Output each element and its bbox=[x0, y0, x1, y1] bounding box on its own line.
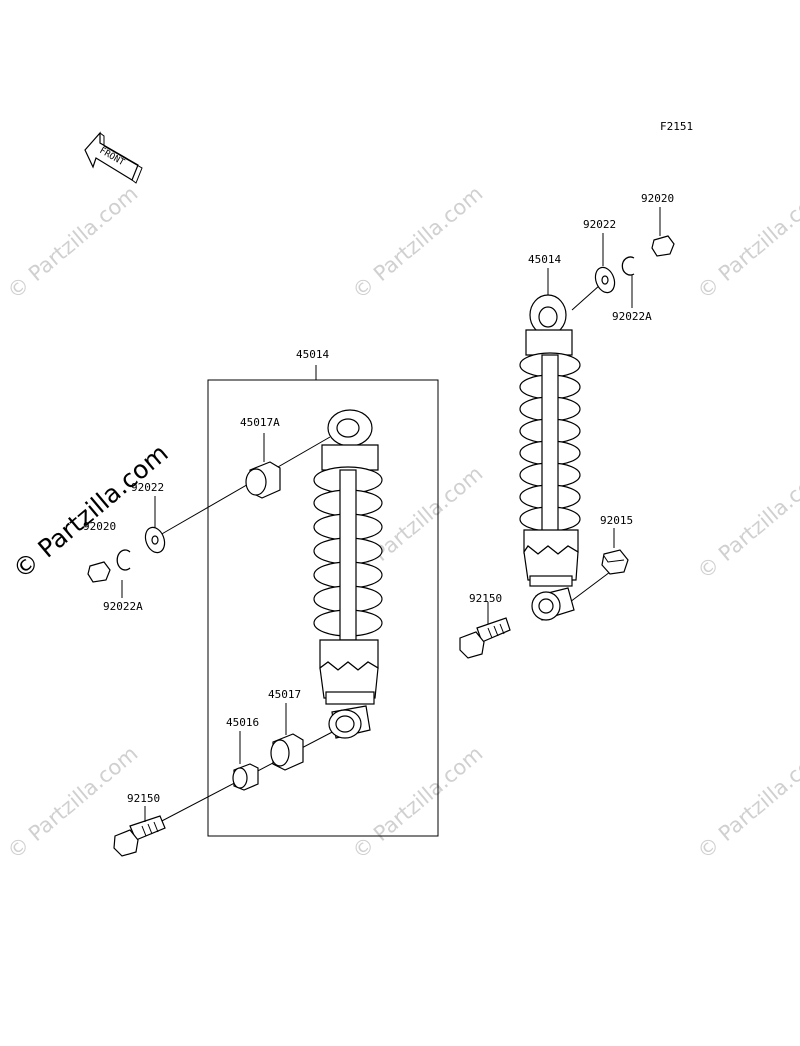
right-shock-assembly: 45014 92022 92022A 92020 92015 bbox=[459, 192, 675, 659]
clip-92022a-left bbox=[116, 549, 131, 571]
part-label-45017a: 45017A bbox=[240, 416, 280, 429]
watermark: © Partzilla.com bbox=[3, 0, 143, 7]
washer-92022-right bbox=[594, 266, 616, 294]
part-label-92015: 92015 bbox=[600, 514, 633, 527]
part-label-92150: 92150 bbox=[127, 792, 160, 805]
watermark: © Partzilla.com bbox=[348, 0, 488, 7]
part-label-92020: 92020 bbox=[83, 520, 116, 533]
part-label-45014: 45014 bbox=[528, 253, 561, 266]
part-label-92022: 92022 bbox=[583, 218, 616, 231]
bolt-92150-right bbox=[459, 617, 511, 659]
watermark: © Partzilla.com bbox=[3, 181, 143, 304]
bushing-45017a bbox=[245, 461, 281, 499]
nut-92020-left bbox=[87, 561, 111, 583]
part-label-92022: 92022 bbox=[131, 481, 164, 494]
part-label-45017: 45017 bbox=[268, 688, 301, 701]
watermark: © Partzilla.com bbox=[693, 461, 800, 584]
figure-code: F2151 bbox=[660, 120, 693, 133]
watermark-dark: © Partzilla.com bbox=[7, 438, 173, 584]
watermark: © Partzilla.com bbox=[693, 741, 800, 864]
nut-92020-right bbox=[651, 235, 675, 257]
washer-92022-left bbox=[144, 526, 166, 554]
watermark: © Partzilla.com bbox=[348, 181, 488, 304]
part-label-92020: 92020 bbox=[641, 192, 674, 205]
nut-92015 bbox=[601, 549, 629, 575]
bushing-45017 bbox=[270, 733, 304, 771]
assembly-frame bbox=[207, 379, 439, 837]
front-arrow-icon: FRONT bbox=[84, 131, 143, 184]
bolt-92150-left bbox=[113, 815, 166, 857]
watermark: © Partzilla.com bbox=[693, 0, 800, 7]
collar-45016 bbox=[232, 763, 259, 791]
part-label-92022a: 92022A bbox=[612, 310, 652, 323]
part-label-45016: 45016 bbox=[226, 716, 259, 729]
shock-absorber-left bbox=[313, 409, 383, 739]
watermark: © Partzilla.com bbox=[348, 741, 488, 864]
part-label-92150: 92150 bbox=[469, 592, 502, 605]
part-label-92022a: 92022A bbox=[103, 600, 143, 613]
left-shock-assembly: 45014 bbox=[83, 348, 439, 857]
shock-absorber-right bbox=[519, 294, 581, 621]
watermark: © Partzilla.com bbox=[693, 181, 800, 304]
clip-92022a-right bbox=[621, 256, 635, 276]
part-label-45014: 45014 bbox=[296, 348, 329, 361]
